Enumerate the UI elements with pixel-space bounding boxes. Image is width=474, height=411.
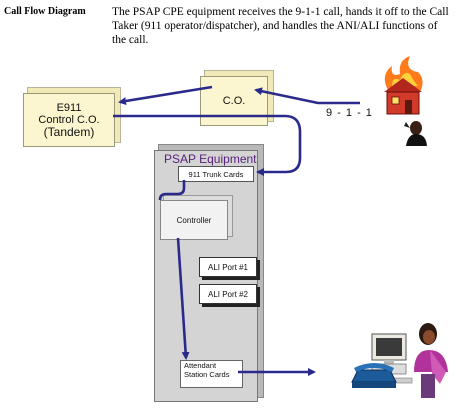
description-line: the call. [112,34,149,46]
attendant-label: Attendant [184,361,217,370]
ali-port-1: ALI Port #1 [199,257,257,277]
e911-control-label: Control C.O. [38,114,100,126]
station-cards-label: Station Cards [184,370,230,379]
arrow-controller-to-attendant [176,237,190,360]
description-line: Taker (911 operator/dispatcher), and han… [112,20,438,32]
caller-person-icon [404,121,427,146]
e911-tandem-box: E911 Control C.O. (Tandem) [23,93,115,147]
description-line: The PSAP CPE equipment receives the 9-1-… [112,6,449,18]
controller-box: Controller [160,200,228,240]
arrow-e911-to-trunk [113,114,302,176]
co-box: C.O. [200,76,268,126]
arrow-caller-to-co [254,87,360,105]
arrow-trunk-to-controller [158,180,186,201]
trunk-cards: 911 Trunk Cards [178,166,254,182]
tandem-label: (Tandem) [43,125,95,139]
e911-label: E911 [56,102,82,114]
telephone-icon [351,363,397,388]
attendant-station-cards: Attendant Station Cards [180,360,243,388]
burning-house-icon [384,56,423,115]
diagram-heading: Call Flow Diagram [4,6,86,17]
call-911-label: 9 - 1 - 1 [326,107,373,119]
psap-title: PSAP Equipment [164,152,257,166]
ali-port-2: ALI Port #2 [199,284,257,304]
co-label: C.O. [222,95,246,107]
diagram-description: The PSAP CPE equipment receives the 9-1-… [112,5,462,47]
call-taker-operator-icon [414,323,448,398]
arrow-co-to-e911 [118,85,213,105]
